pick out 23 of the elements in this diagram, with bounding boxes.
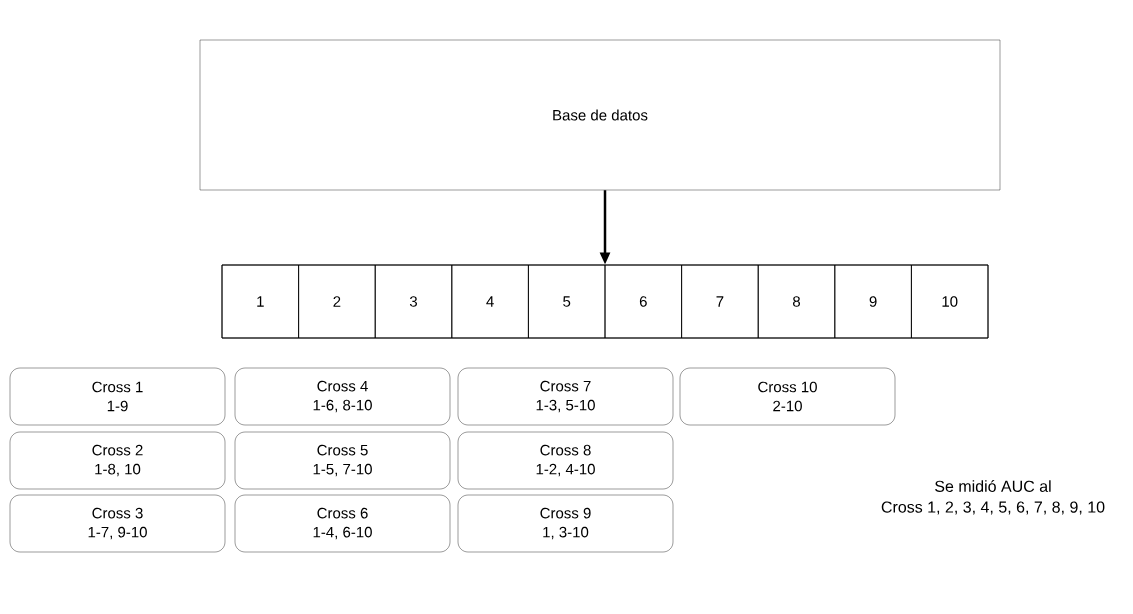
database-box: Base de datos bbox=[199, 39, 1001, 191]
folds-cell: 6 bbox=[604, 264, 682, 339]
note-text: Se midió AUC al bbox=[935, 480, 1051, 492]
cross-box: Cross 5 1-5, 7-10 bbox=[234, 431, 451, 490]
folds-cell: 10 bbox=[911, 264, 989, 339]
cross-box: Cross 9 1, 3-10 bbox=[457, 494, 674, 553]
folds-cell: 8 bbox=[757, 264, 836, 339]
folds-cell: 1 bbox=[221, 264, 299, 339]
folds-cell: 3 bbox=[374, 264, 453, 339]
cross-box: Cross 6 1-4, 6-10 bbox=[234, 494, 451, 553]
cross-box: Cross 7 1-3, 5-10 bbox=[457, 367, 674, 426]
cross-box: Cross 10 2-10 bbox=[679, 367, 896, 426]
cross-box: Cross 2 1-8, 10 bbox=[9, 431, 226, 490]
cross-box: Cross 3 1-7, 9-10 bbox=[9, 494, 226, 553]
folds-cell: 5 bbox=[528, 264, 606, 339]
cross-box: Cross 1 1-9 bbox=[9, 367, 226, 426]
cross-box: Cross 4 1-6, 8-10 bbox=[234, 367, 451, 426]
folds-cell: 2 bbox=[298, 264, 376, 339]
folds-cell: 9 bbox=[834, 264, 912, 339]
note-text: Cross 1, 2, 3, 4, 5, 6, 7, 8, 9, 10 bbox=[881, 501, 1105, 515]
folds-cell: 4 bbox=[451, 264, 529, 339]
cross-box: Cross 8 1-2, 4-10 bbox=[457, 431, 674, 490]
folds-cell: 7 bbox=[681, 264, 759, 339]
